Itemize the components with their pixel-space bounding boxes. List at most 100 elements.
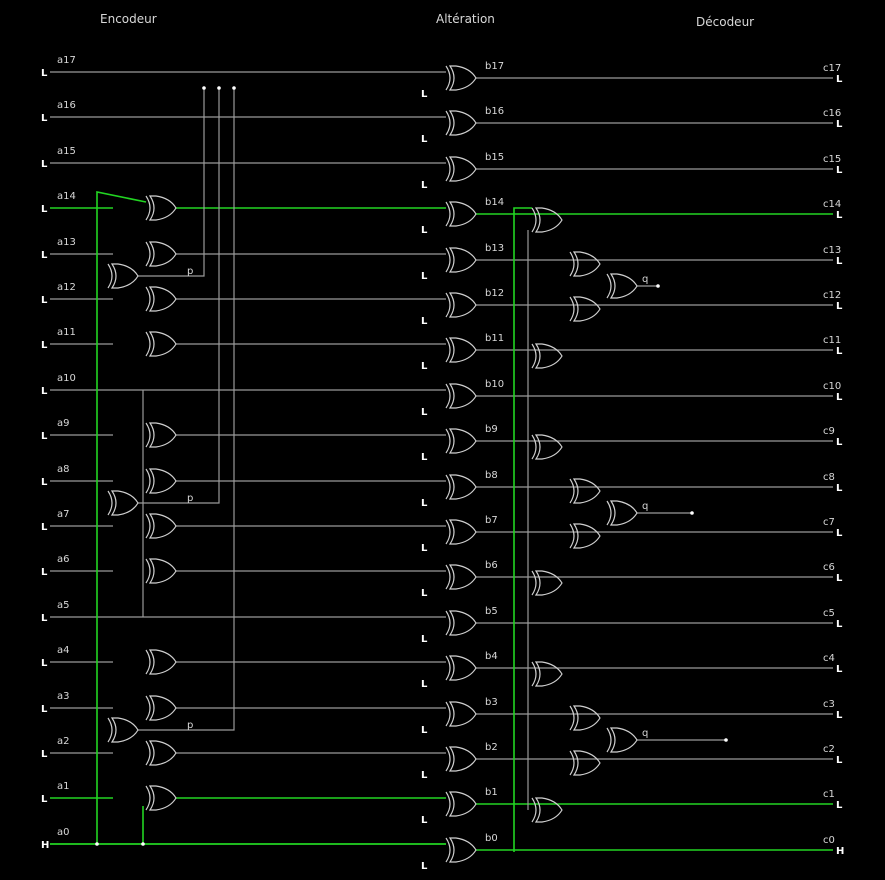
input-level-a14: L [41, 204, 48, 215]
input-label-a5: a5 [57, 600, 70, 611]
parity-label: p [187, 493, 193, 504]
output-label-c14: c14 [823, 199, 841, 210]
parity-wire [138, 88, 205, 277]
input-level-a7: L [41, 522, 48, 533]
xor-body [148, 241, 177, 267]
xor-body [448, 610, 477, 636]
altered-label-b10: b10 [485, 379, 504, 390]
output-level-c3: L [836, 710, 843, 721]
xor-body [572, 523, 601, 549]
xor-body [448, 383, 477, 409]
junction-dot [95, 842, 99, 846]
parity-wire [138, 88, 235, 731]
output-label-c15: c15 [823, 154, 841, 165]
xor-body [534, 434, 563, 460]
encoder-xor-gate [145, 740, 177, 766]
alteration-xor-gate [445, 701, 477, 727]
output-level-c11: L [836, 346, 843, 357]
xor-body [609, 273, 638, 299]
xor-body [148, 286, 177, 312]
input-level-a15: L [41, 159, 48, 170]
altered-label-b13: b13 [485, 243, 504, 254]
xor-input-arc [445, 791, 451, 817]
alteration-xor-gate [445, 247, 477, 273]
alteration-xor-gate [445, 383, 477, 409]
input-level-a11: L [41, 340, 48, 351]
xor-input-arc [531, 797, 537, 823]
alteration-xor-gate [445, 201, 477, 227]
xor-input-arc [531, 207, 537, 233]
altered-label-b15: b15 [485, 152, 504, 163]
xor-body [534, 570, 563, 596]
xor-body [448, 337, 477, 363]
input-label-a11: a11 [57, 327, 76, 338]
input-level-a12: L [41, 295, 48, 306]
junction-dot [202, 86, 206, 90]
labels-layer: La17La16La15La14La13La12La11La10La9La8La… [41, 55, 844, 872]
alteration-level: L [421, 271, 428, 282]
xor-input-arc [445, 655, 451, 681]
xor-body [534, 661, 563, 687]
alteration-level: L [421, 89, 428, 100]
alteration-level: L [421, 634, 428, 645]
input-level-a0: H [41, 840, 49, 851]
encoder-xor-gate [145, 468, 177, 494]
input-level-a1: L [41, 794, 48, 805]
input-label-a14: a14 [57, 191, 76, 202]
output-level-c4: L [836, 664, 843, 675]
altered-label-b5: b5 [485, 606, 498, 617]
output-level-c16: L [836, 119, 843, 130]
xor-body [448, 428, 477, 454]
alteration-xor-gate [445, 337, 477, 363]
altered-label-b14: b14 [485, 197, 504, 208]
alteration-xor-gate [445, 519, 477, 545]
output-label-c1: c1 [823, 789, 835, 800]
xor-input-arc [107, 263, 113, 289]
junction-dot [217, 86, 221, 90]
encoder-xor-gate [145, 195, 177, 221]
encoder-xor-gate [145, 513, 177, 539]
alteration-xor-gate [445, 564, 477, 590]
xor-body [148, 513, 177, 539]
xor-body [609, 500, 638, 526]
xor-body [148, 740, 177, 766]
junction-dot [232, 86, 236, 90]
xor-input-arc [145, 558, 151, 584]
input-level-a16: L [41, 113, 48, 124]
xor-input-arc [145, 286, 151, 312]
input-level-a8: L [41, 477, 48, 488]
output-level-c0: H [836, 846, 844, 857]
alteration-level: L [421, 407, 428, 418]
input-label-a13: a13 [57, 237, 76, 248]
xor-body [448, 156, 477, 182]
input-label-a17: a17 [57, 55, 76, 66]
alteration-xor-gate [445, 474, 477, 500]
xor-body [609, 727, 638, 753]
xor-body [534, 207, 563, 233]
alteration-level: L [421, 134, 428, 145]
encoder-header: Encodeur [100, 12, 157, 26]
output-label-c3: c3 [823, 699, 835, 710]
alteration-level: L [421, 452, 428, 463]
xor-input-arc [445, 474, 451, 500]
xor-body [572, 705, 601, 731]
input-label-a10: a10 [57, 373, 76, 384]
encoder-xor-gate [145, 785, 177, 811]
encoder-xor-gate [145, 241, 177, 267]
xor-input-arc [145, 241, 151, 267]
alteration-level: L [421, 679, 428, 690]
alteration-level: L [421, 588, 428, 599]
alteration-level: L [421, 543, 428, 554]
xor-input-arc [606, 273, 612, 299]
decoder-xor-gate [569, 705, 601, 731]
alteration-xor-gate [445, 746, 477, 772]
alteration-header: Altération [436, 12, 495, 26]
xor-body [572, 750, 601, 776]
altered-label-b9: b9 [485, 424, 498, 435]
input-label-a12: a12 [57, 282, 76, 293]
output-label-c11: c11 [823, 335, 841, 346]
output-level-c15: L [836, 165, 843, 176]
parity-xor-gate [107, 717, 139, 743]
altered-label-b0: b0 [485, 833, 498, 844]
decoder-xor-gate [531, 434, 563, 460]
